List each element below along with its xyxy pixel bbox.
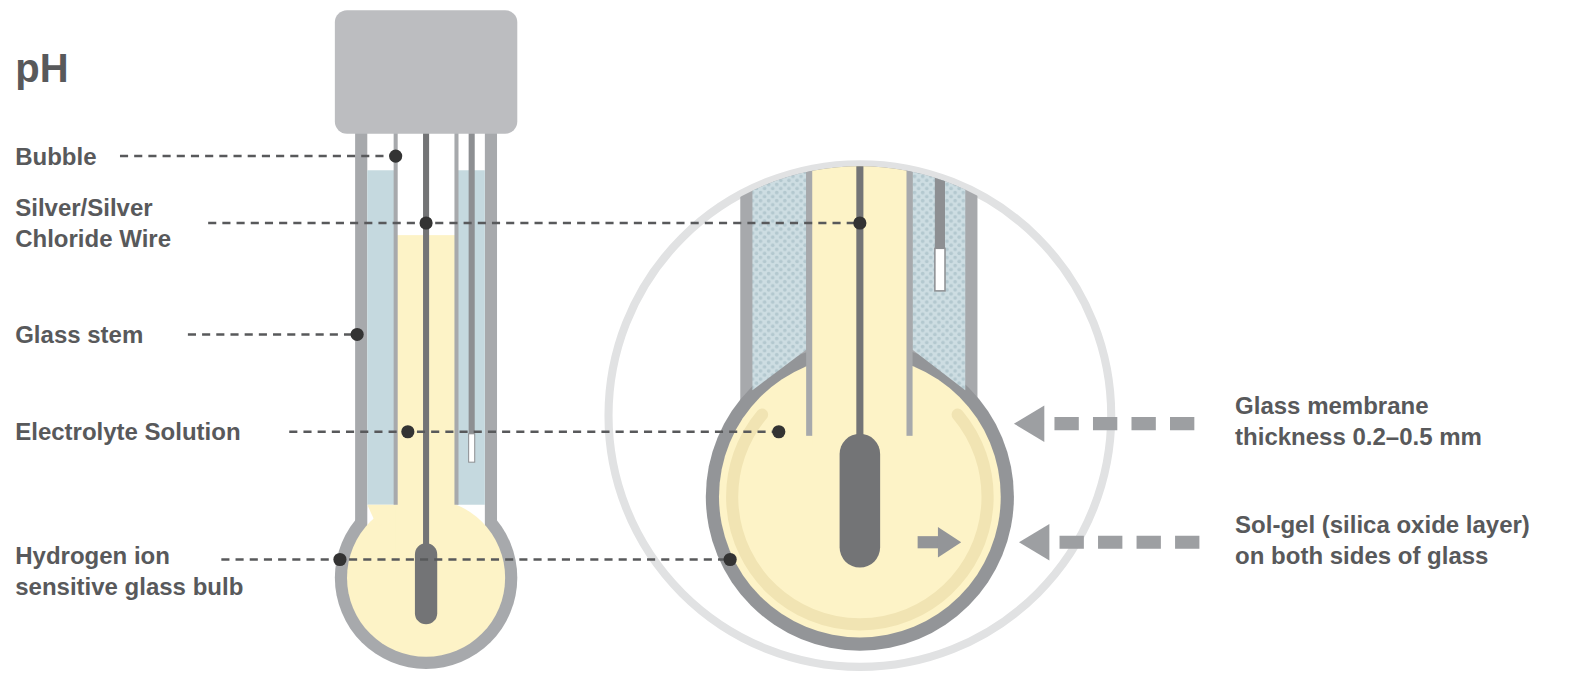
leader-line xyxy=(120,156,856,559)
callout-arrow xyxy=(1014,405,1209,560)
title: pH xyxy=(15,46,68,90)
zoom-detail xyxy=(609,152,1112,667)
leader-dot xyxy=(333,149,866,566)
part-label: Silver/Silver Chloride Wire xyxy=(15,192,215,254)
part-label: Sol-gel (silica oxide layer) on both sid… xyxy=(1235,509,1545,571)
electrode xyxy=(335,10,517,669)
part-label: Electrolyte Solution xyxy=(15,416,315,447)
part-label: Bubble xyxy=(15,141,215,172)
part-label: Glass stem xyxy=(15,319,215,350)
part-label: Hydrogen ion sensitive glass bulb xyxy=(15,540,260,602)
part-label: Glass membrane thickness 0.2–0.5 mm xyxy=(1235,390,1495,452)
